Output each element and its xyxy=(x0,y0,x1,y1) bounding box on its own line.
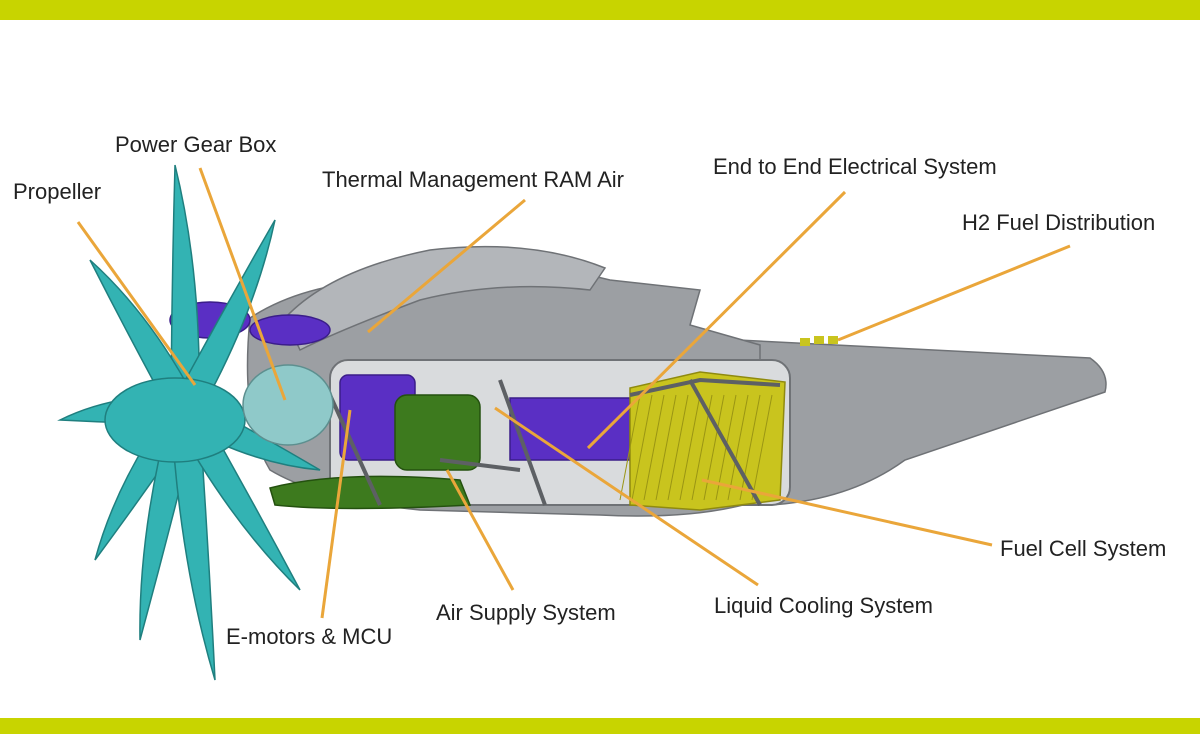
fuel-cell-grid-line xyxy=(739,394,761,501)
label-propeller: Propeller xyxy=(13,179,102,204)
air-supply-module xyxy=(394,394,481,471)
leader-fuel-cell xyxy=(701,478,993,547)
top-frame-bar xyxy=(0,0,1200,20)
structural-frames xyxy=(328,377,781,506)
fuel-cell-grid-line xyxy=(727,394,749,501)
bottom-frame-bar xyxy=(0,718,1200,734)
fuel-cell-grid-line xyxy=(643,394,665,501)
fuel-cell-grid-line xyxy=(619,394,641,501)
electrical-duct xyxy=(249,314,331,346)
propeller-blade xyxy=(170,164,200,412)
fuel-cell-stack xyxy=(629,371,786,511)
label-air-supply: Air Supply System xyxy=(436,600,616,625)
propeller-blade xyxy=(170,407,216,681)
propeller-blade xyxy=(171,219,276,417)
label-emotors: E-motors & MCU xyxy=(226,624,393,649)
label-power-gear-box: Power Gear Box xyxy=(115,132,277,157)
label-fuel-cell: Fuel Cell System xyxy=(1000,536,1167,561)
leader-h2-fuel xyxy=(837,244,1071,342)
leader-emotors xyxy=(320,409,352,619)
label-h2-fuel: H2 Fuel Distribution xyxy=(962,210,1156,235)
leader-lines xyxy=(76,167,1071,619)
fuel-cell-grid-line xyxy=(679,394,701,501)
leader-air-supply xyxy=(445,469,515,591)
leader-power-gear-box xyxy=(198,167,287,401)
leader-propeller xyxy=(76,221,197,386)
power-gear-box xyxy=(242,364,334,446)
h2-fuel-fittings xyxy=(800,336,838,346)
air-supply-duct xyxy=(269,475,472,510)
fuel-cell-grid-line xyxy=(631,394,653,501)
leader-thermal-management xyxy=(367,198,526,334)
leader-liquid-cooling xyxy=(494,406,759,587)
label-thermal-management: Thermal Management RAM Air xyxy=(322,167,624,192)
ram-air-scoop xyxy=(284,245,607,352)
fuel-cell-grid-line xyxy=(751,394,773,501)
leader-electrical-system xyxy=(586,190,847,450)
label-liquid-cooling: Liquid Cooling System xyxy=(714,593,933,618)
label-electrical-system: End to End Electrical System xyxy=(713,154,997,179)
fuel-cell-grid-line xyxy=(667,394,689,501)
fuel-cell-grid-line xyxy=(655,394,677,501)
propeller-spinner xyxy=(104,377,246,463)
